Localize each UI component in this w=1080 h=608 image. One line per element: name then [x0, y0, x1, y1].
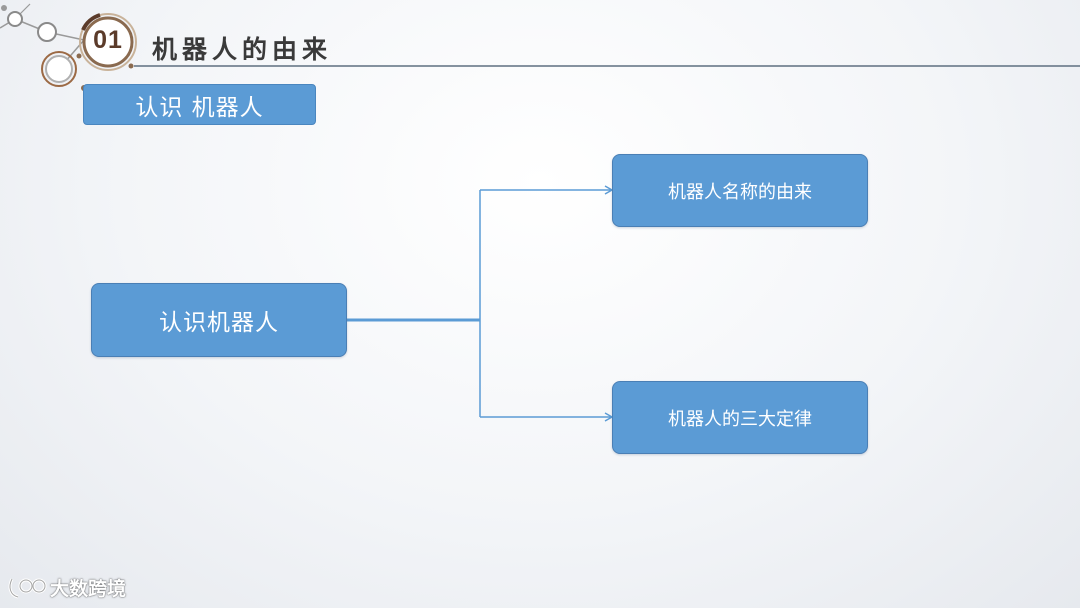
- root-node: 认识机器人: [91, 283, 347, 357]
- child-node-name-origin: 机器人名称的由来: [612, 154, 868, 227]
- watermark-text: 大数跨境: [50, 574, 126, 601]
- watermark: 大数跨境: [6, 574, 126, 601]
- watermark-logo-icon: [6, 575, 50, 601]
- child-node-three-laws: 机器人的三大定律: [612, 381, 868, 454]
